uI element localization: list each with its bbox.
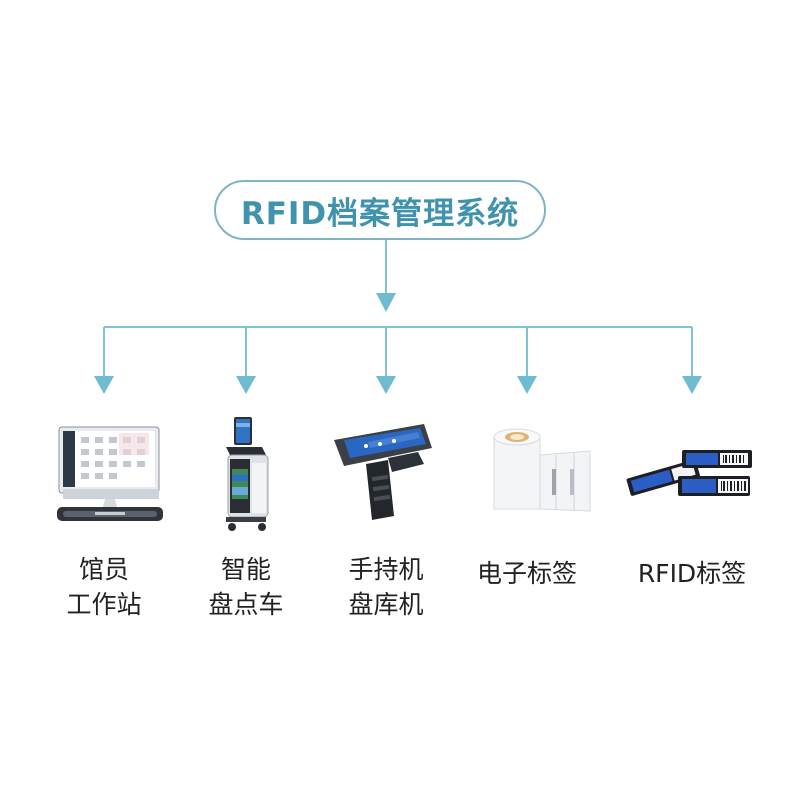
node-3-line-1: 手持机 (348, 555, 424, 584)
trunk-arrow (376, 293, 396, 312)
handheld-scanner-icon (334, 424, 432, 520)
arrow-2 (236, 376, 256, 394)
node-2-line-2: 盘点车 (208, 590, 284, 619)
node-label-2: 智能 盘点车 (171, 552, 321, 622)
node-2-line-1: 智能 (220, 555, 271, 584)
root-label: RFID档案管理系统 (240, 195, 520, 232)
inventory-cart-icon (226, 417, 269, 531)
node-1-line-2: 工作站 (66, 590, 142, 619)
arrow-3 (376, 376, 396, 394)
root-node: RFID档案管理系统 (214, 180, 546, 240)
node-4-line-1: 电子标签 (476, 559, 577, 588)
node-label-4: 电子标签 (452, 556, 602, 591)
desktop-workstation-icon (57, 426, 163, 521)
rfid-tag-icon (626, 450, 752, 496)
arrow-4 (517, 376, 537, 394)
arrow-1 (94, 376, 114, 394)
node-label-1: 馆员 工作站 (29, 552, 179, 622)
node-3-line-2: 盘库机 (348, 590, 424, 619)
node-1-line-1: 馆员 (78, 555, 129, 584)
node-label-5: RFID标签 (617, 556, 767, 591)
node-label-3: 手持机 盘库机 (311, 552, 461, 622)
node-5-line-1: RFID标签 (637, 559, 747, 588)
arrow-5 (682, 376, 702, 394)
label-roll-icon (493, 428, 591, 512)
